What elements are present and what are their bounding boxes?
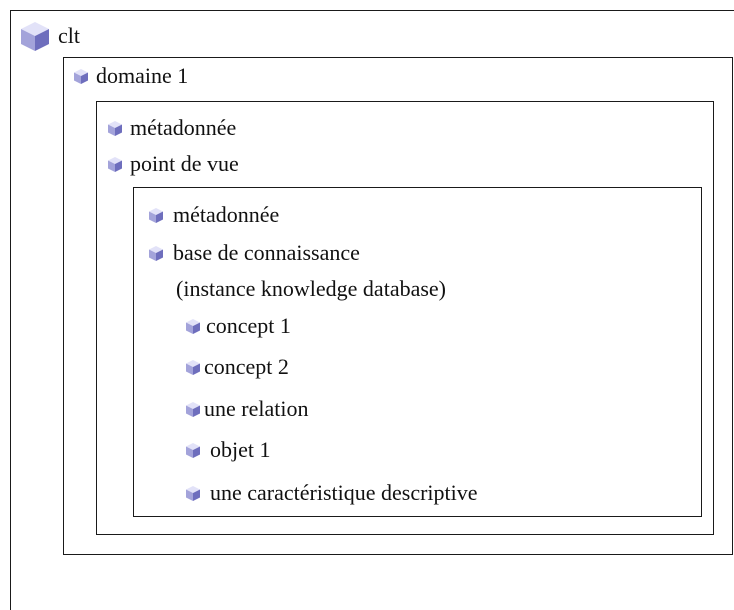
node-label: métadonnée [130, 115, 237, 140]
tree-node-object-1[interactable]: objet 1 [184, 437, 271, 463]
node-label: concept 1 [206, 313, 291, 338]
node-label: point de vue [130, 151, 239, 176]
cube-icon [184, 358, 202, 376]
domain-frame [63, 57, 733, 555]
cube-icon [106, 155, 124, 173]
cube-icon [184, 400, 202, 418]
tree-node-clt[interactable]: clt [18, 19, 80, 53]
cube-icon [18, 19, 52, 53]
node-label: métadonnée [173, 202, 280, 227]
tree-node-domain[interactable]: domaine 1 [72, 63, 188, 89]
tree-node-metadata[interactable]: métadonnée [106, 115, 236, 141]
viewpoint-frame [133, 187, 702, 517]
node-label: domaine 1 [96, 63, 189, 88]
clt-frame [10, 10, 734, 610]
tree-node-relation[interactable]: une relation [184, 396, 308, 422]
tree-node-viewpoint-metadata[interactable]: métadonnée [147, 202, 279, 228]
cube-icon [184, 484, 202, 502]
tree-node-knowledge-base[interactable]: base de connaissance [147, 240, 360, 266]
tree-node-viewpoint[interactable]: point de vue [106, 151, 239, 177]
domain-content-frame [96, 101, 714, 535]
node-label: une relation [204, 396, 309, 421]
node-label: base de connaissance [173, 240, 360, 265]
node-label: clt [58, 23, 80, 48]
node-label: une caractéristique descriptive [210, 480, 478, 505]
node-label: concept 2 [204, 354, 289, 379]
cube-icon [184, 441, 202, 459]
cube-icon [72, 67, 90, 85]
tree-node-descriptive-feature[interactable]: une caractéristique descriptive [184, 480, 478, 506]
cube-icon [184, 317, 202, 335]
node-label: objet 1 [210, 437, 271, 462]
cube-icon [106, 119, 124, 137]
tree-node-concept-1[interactable]: concept 1 [184, 313, 291, 339]
cube-icon [147, 206, 165, 224]
cube-icon [147, 244, 165, 262]
tree-node-concept-2[interactable]: concept 2 [184, 354, 289, 380]
knowledge-base-sublabel: (instance knowledge database) [176, 276, 446, 301]
